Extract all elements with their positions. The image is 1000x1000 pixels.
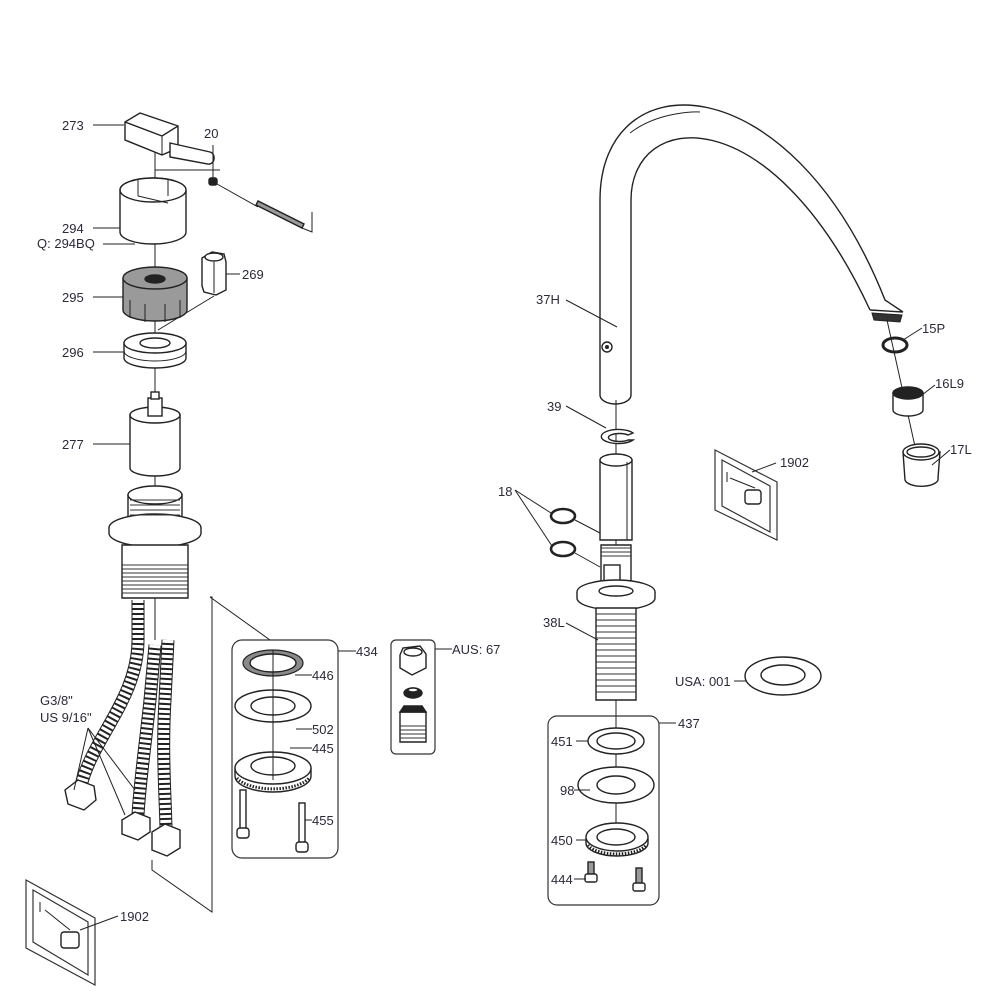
part-usa-001-washer — [744, 656, 822, 696]
label-269: 269 — [242, 267, 264, 282]
label-502: 502 — [312, 722, 334, 737]
label-39: 39 — [547, 399, 561, 414]
part-18-oring-lower — [549, 540, 577, 558]
part-17l-aerator-housing — [902, 443, 941, 487]
kit-aus-frame — [390, 639, 436, 755]
label-437: 437 — [678, 716, 700, 731]
part-37h-spout — [599, 104, 904, 405]
part-455-bolts — [236, 789, 309, 853]
part-294-cover — [119, 177, 187, 245]
part-444-screws — [584, 861, 646, 892]
label-296: 296 — [62, 345, 84, 360]
label-294: 294 — [62, 221, 84, 236]
kit-aus: 437 AUS: 67 — [390, 639, 500, 755]
label-446: 446 — [312, 668, 334, 683]
label-hose-size-us916: US 9/16" — [40, 710, 92, 725]
label-hose-size-g38: G3/8" — [40, 693, 73, 708]
part-277-cartridge — [129, 391, 181, 477]
part-450-nut-ring — [585, 822, 649, 857]
kit-434-frame — [231, 639, 339, 859]
part-15p-washer — [881, 336, 909, 354]
part-aus-adapter — [399, 711, 427, 743]
part-269-hex-adapter — [201, 251, 227, 296]
label-15p: 15P — [922, 321, 945, 336]
label-usa-001: USA: 001 — [675, 674, 731, 689]
label-455: 455 — [312, 813, 334, 828]
label-16l9: 16L9 — [935, 376, 964, 391]
mounting-plane-outline — [151, 596, 213, 913]
right-assembly: 37H 15P 16L9 17L 1902 — [498, 104, 972, 906]
label-434: 434 — [356, 644, 378, 659]
label-aus: AUS: 67 — [452, 642, 500, 657]
label-1902-left: 1902 — [120, 909, 149, 924]
part-supply-hoses — [64, 600, 181, 857]
part-295-nut — [122, 266, 188, 322]
part-20-set-screw — [155, 145, 313, 233]
label-277: 277 — [62, 437, 84, 452]
part-1902-grease-left — [25, 878, 96, 987]
label-445: 445 — [312, 741, 334, 756]
part-273-lever — [124, 112, 215, 165]
label-451: 451 — [551, 734, 573, 749]
part-39-clip — [600, 428, 636, 445]
label-294bq: Q: 294BQ — [37, 236, 95, 251]
label-98: 98 — [560, 783, 574, 798]
label-450: 450 — [551, 833, 573, 848]
kit-437-frame — [547, 715, 660, 906]
kit-437: 437 451 98 450 4 — [547, 715, 700, 906]
part-38l-base — [576, 579, 656, 701]
label-38l: 38L — [543, 615, 565, 630]
part-296-ring — [123, 332, 187, 369]
part-swivel-stem — [599, 453, 633, 586]
kit-434: 434 446 502 445 — [231, 639, 378, 859]
part-1902-grease-right — [714, 449, 778, 541]
label-18: 18 — [498, 484, 512, 499]
label-295: 295 — [62, 290, 84, 305]
label-273: 273 — [62, 118, 84, 133]
label-17l: 17L — [950, 442, 972, 457]
part-faucet-body-shank — [108, 485, 202, 599]
label-444: 444 — [551, 872, 573, 887]
label-1902-right: 1902 — [780, 455, 809, 470]
label-37h: 37H — [536, 292, 560, 307]
left-assembly: 273 20 294 Q: 294BQ 269 — [25, 112, 500, 987]
part-16l9-aerator — [892, 386, 924, 417]
part-18-oring-upper — [549, 507, 577, 525]
label-20: 20 — [204, 126, 218, 141]
